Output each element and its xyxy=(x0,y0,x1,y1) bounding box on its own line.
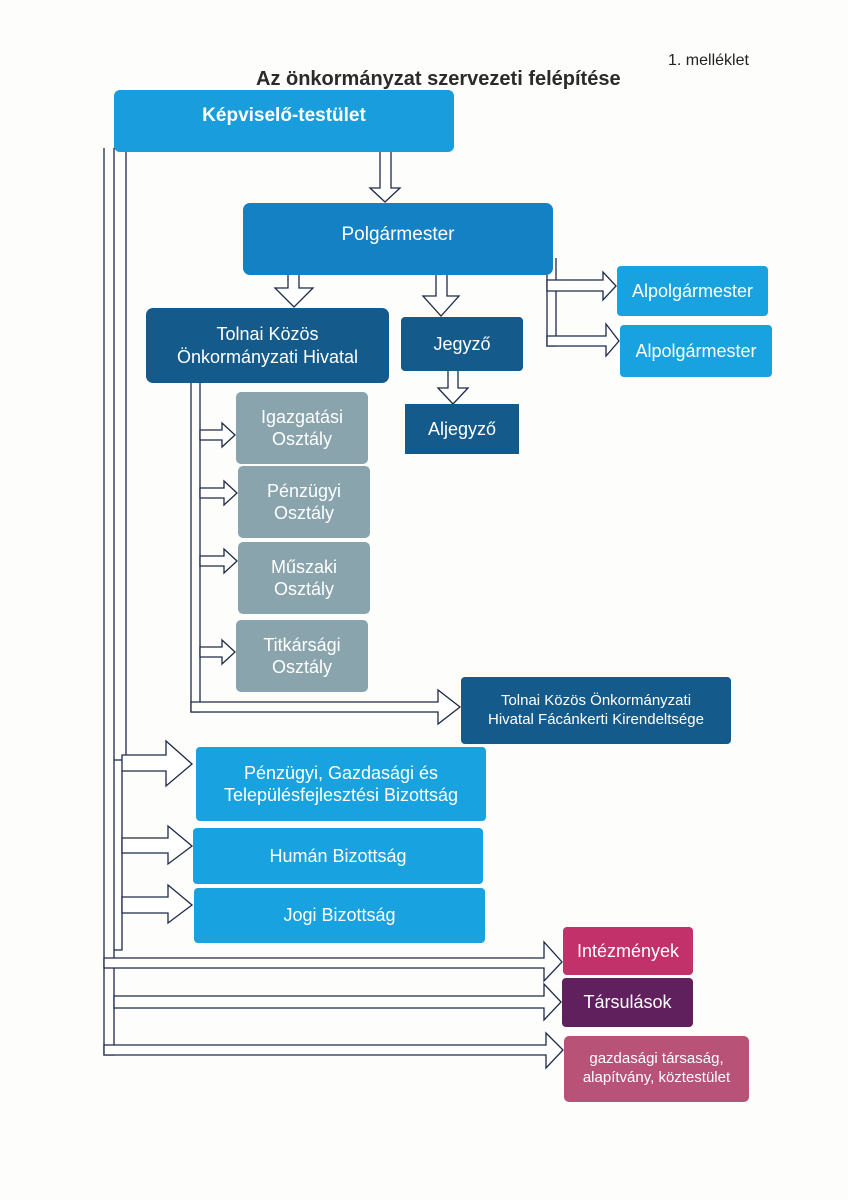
label-aljegyzo: Aljegyző xyxy=(427,418,497,439)
label-intezmenyek: Intézmények xyxy=(576,940,680,961)
annex-label: 1. melléklet xyxy=(668,52,749,69)
box-hivatal: Tolnai Közös Önkormányzati Hivatal xyxy=(146,308,389,383)
label-bizottsag-line-1: Pénzügyi, Gazdasági és xyxy=(243,762,439,783)
box-igazgatasi-osztaly: Igazgatási Osztály xyxy=(236,392,368,464)
label-osztaly-line-1: Műszaki xyxy=(270,556,337,577)
arrow-pm-to-alpolgarmester-2 xyxy=(546,322,620,358)
label-osztaly-line-2: Osztály xyxy=(271,657,332,677)
label-jegyzo: Jegyző xyxy=(433,333,491,354)
box-alpolgarmester-1: Alpolgármester xyxy=(617,266,768,316)
box-kirendeltseg: Tolnai Közös Önkormányzati Hivatal Fácán… xyxy=(461,677,731,744)
box-alpolgarmester-2: Alpolgármester xyxy=(620,325,772,377)
arrow-pm-to-alpolgarmester-1 xyxy=(546,270,617,302)
label-hivatal-line-1: Tolnai Közös xyxy=(216,324,319,344)
kt-bizottsag-bus xyxy=(114,771,123,951)
box-kepviselo-testulet: Képviselő-testület xyxy=(114,90,454,152)
arrow-hivatal-to-penzugyi xyxy=(199,479,238,507)
box-human-bizottsag: Humán Bizottság xyxy=(193,828,483,884)
box-penzugyi-osztaly: Pénzügyi Osztály xyxy=(238,466,370,538)
arrow-kt-to-gazdasagi xyxy=(103,1031,564,1070)
arrow-hivatal-to-titkarsagi xyxy=(199,638,236,666)
arrow-hivatal-to-igazgatasi xyxy=(199,421,236,449)
arrow-jegyzo-to-aljegyzo xyxy=(436,365,470,405)
box-intezmenyek: Intézmények xyxy=(563,927,693,975)
arrow-kt-to-intezmenyek xyxy=(103,940,563,983)
label-tarsulasok: Társulások xyxy=(583,992,672,1013)
arrow-kt-to-jogi-bizottsag xyxy=(121,883,194,925)
label-alpolgarmester-2: Alpolgármester xyxy=(635,340,757,361)
kt-bus xyxy=(103,148,115,1056)
box-jegyzo: Jegyző xyxy=(401,317,523,371)
hivatal-bus xyxy=(190,378,201,713)
label-kepviselo-testulet: Képviselő-testület xyxy=(202,105,366,126)
label-osztaly-line-1: Titkársági xyxy=(263,634,341,655)
box-penzugyi-bizottsag: Pénzügyi, Gazdasági és Településfejleszt… xyxy=(196,747,486,821)
box-jogi-bizottsag: Jogi Bizottság xyxy=(194,888,485,943)
label-osztaly-line-2: Osztály xyxy=(273,503,334,523)
label-gazdasagi-line-2: alapítvány, köztestület xyxy=(582,1069,731,1086)
label-osztaly-line-1: Igazgatási xyxy=(260,406,344,427)
arrow-hivatal-to-kirendeltseg xyxy=(190,688,462,726)
label-polgarmester: Polgármester xyxy=(341,224,455,245)
kt-inner-bus xyxy=(114,147,127,761)
box-aljegyzo: Aljegyző xyxy=(405,404,519,454)
label-kirendeltseg-line-2: Hivatal Fácánkerti Kirendeltsége xyxy=(488,710,704,728)
label-kirendeltseg-line-1: Tolnai Közös Önkormányzati xyxy=(500,691,692,709)
arrow-kt-to-human-bizottsag xyxy=(121,824,194,866)
label-human-bizottsag: Humán Bizottság xyxy=(269,845,407,866)
arrow-hivatal-to-muszaki xyxy=(199,547,238,575)
arrow-kt-to-tarsulasok xyxy=(113,982,562,1022)
arrow-kt-to-penzugyi-bizottsag xyxy=(121,739,193,788)
box-polgarmester: Polgármester xyxy=(243,203,553,275)
label-bizottsag-line-2: Településfejlesztési Bizottság xyxy=(223,785,459,805)
label-osztaly-line-2: Osztály xyxy=(273,579,334,599)
label-jogi-bizottsag: Jogi Bizottság xyxy=(283,905,396,926)
box-muszaki-osztaly: Műszaki Osztály xyxy=(238,542,370,614)
arrow-pm-to-jegyzo xyxy=(421,271,461,317)
label-gazdasagi-line-1: gazdasági társaság, xyxy=(589,1050,724,1068)
page-title: Az önkormányzat szervezeti felépítése xyxy=(256,68,621,90)
label-alpolgarmester-1: Alpolgármester xyxy=(631,280,754,301)
label-osztaly-line-2: Osztály xyxy=(271,429,332,449)
box-titkarsagi-osztaly: Titkársági Osztály xyxy=(236,620,368,692)
label-osztaly-line-1: Pénzügyi xyxy=(266,480,342,501)
box-gazdasagi-tarsasag: gazdasági társaság, alapítvány, köztestü… xyxy=(564,1036,749,1102)
box-tarsulasok: Társulások xyxy=(562,978,693,1027)
label-hivatal-line-2: Önkormányzati Hivatal xyxy=(176,346,359,367)
